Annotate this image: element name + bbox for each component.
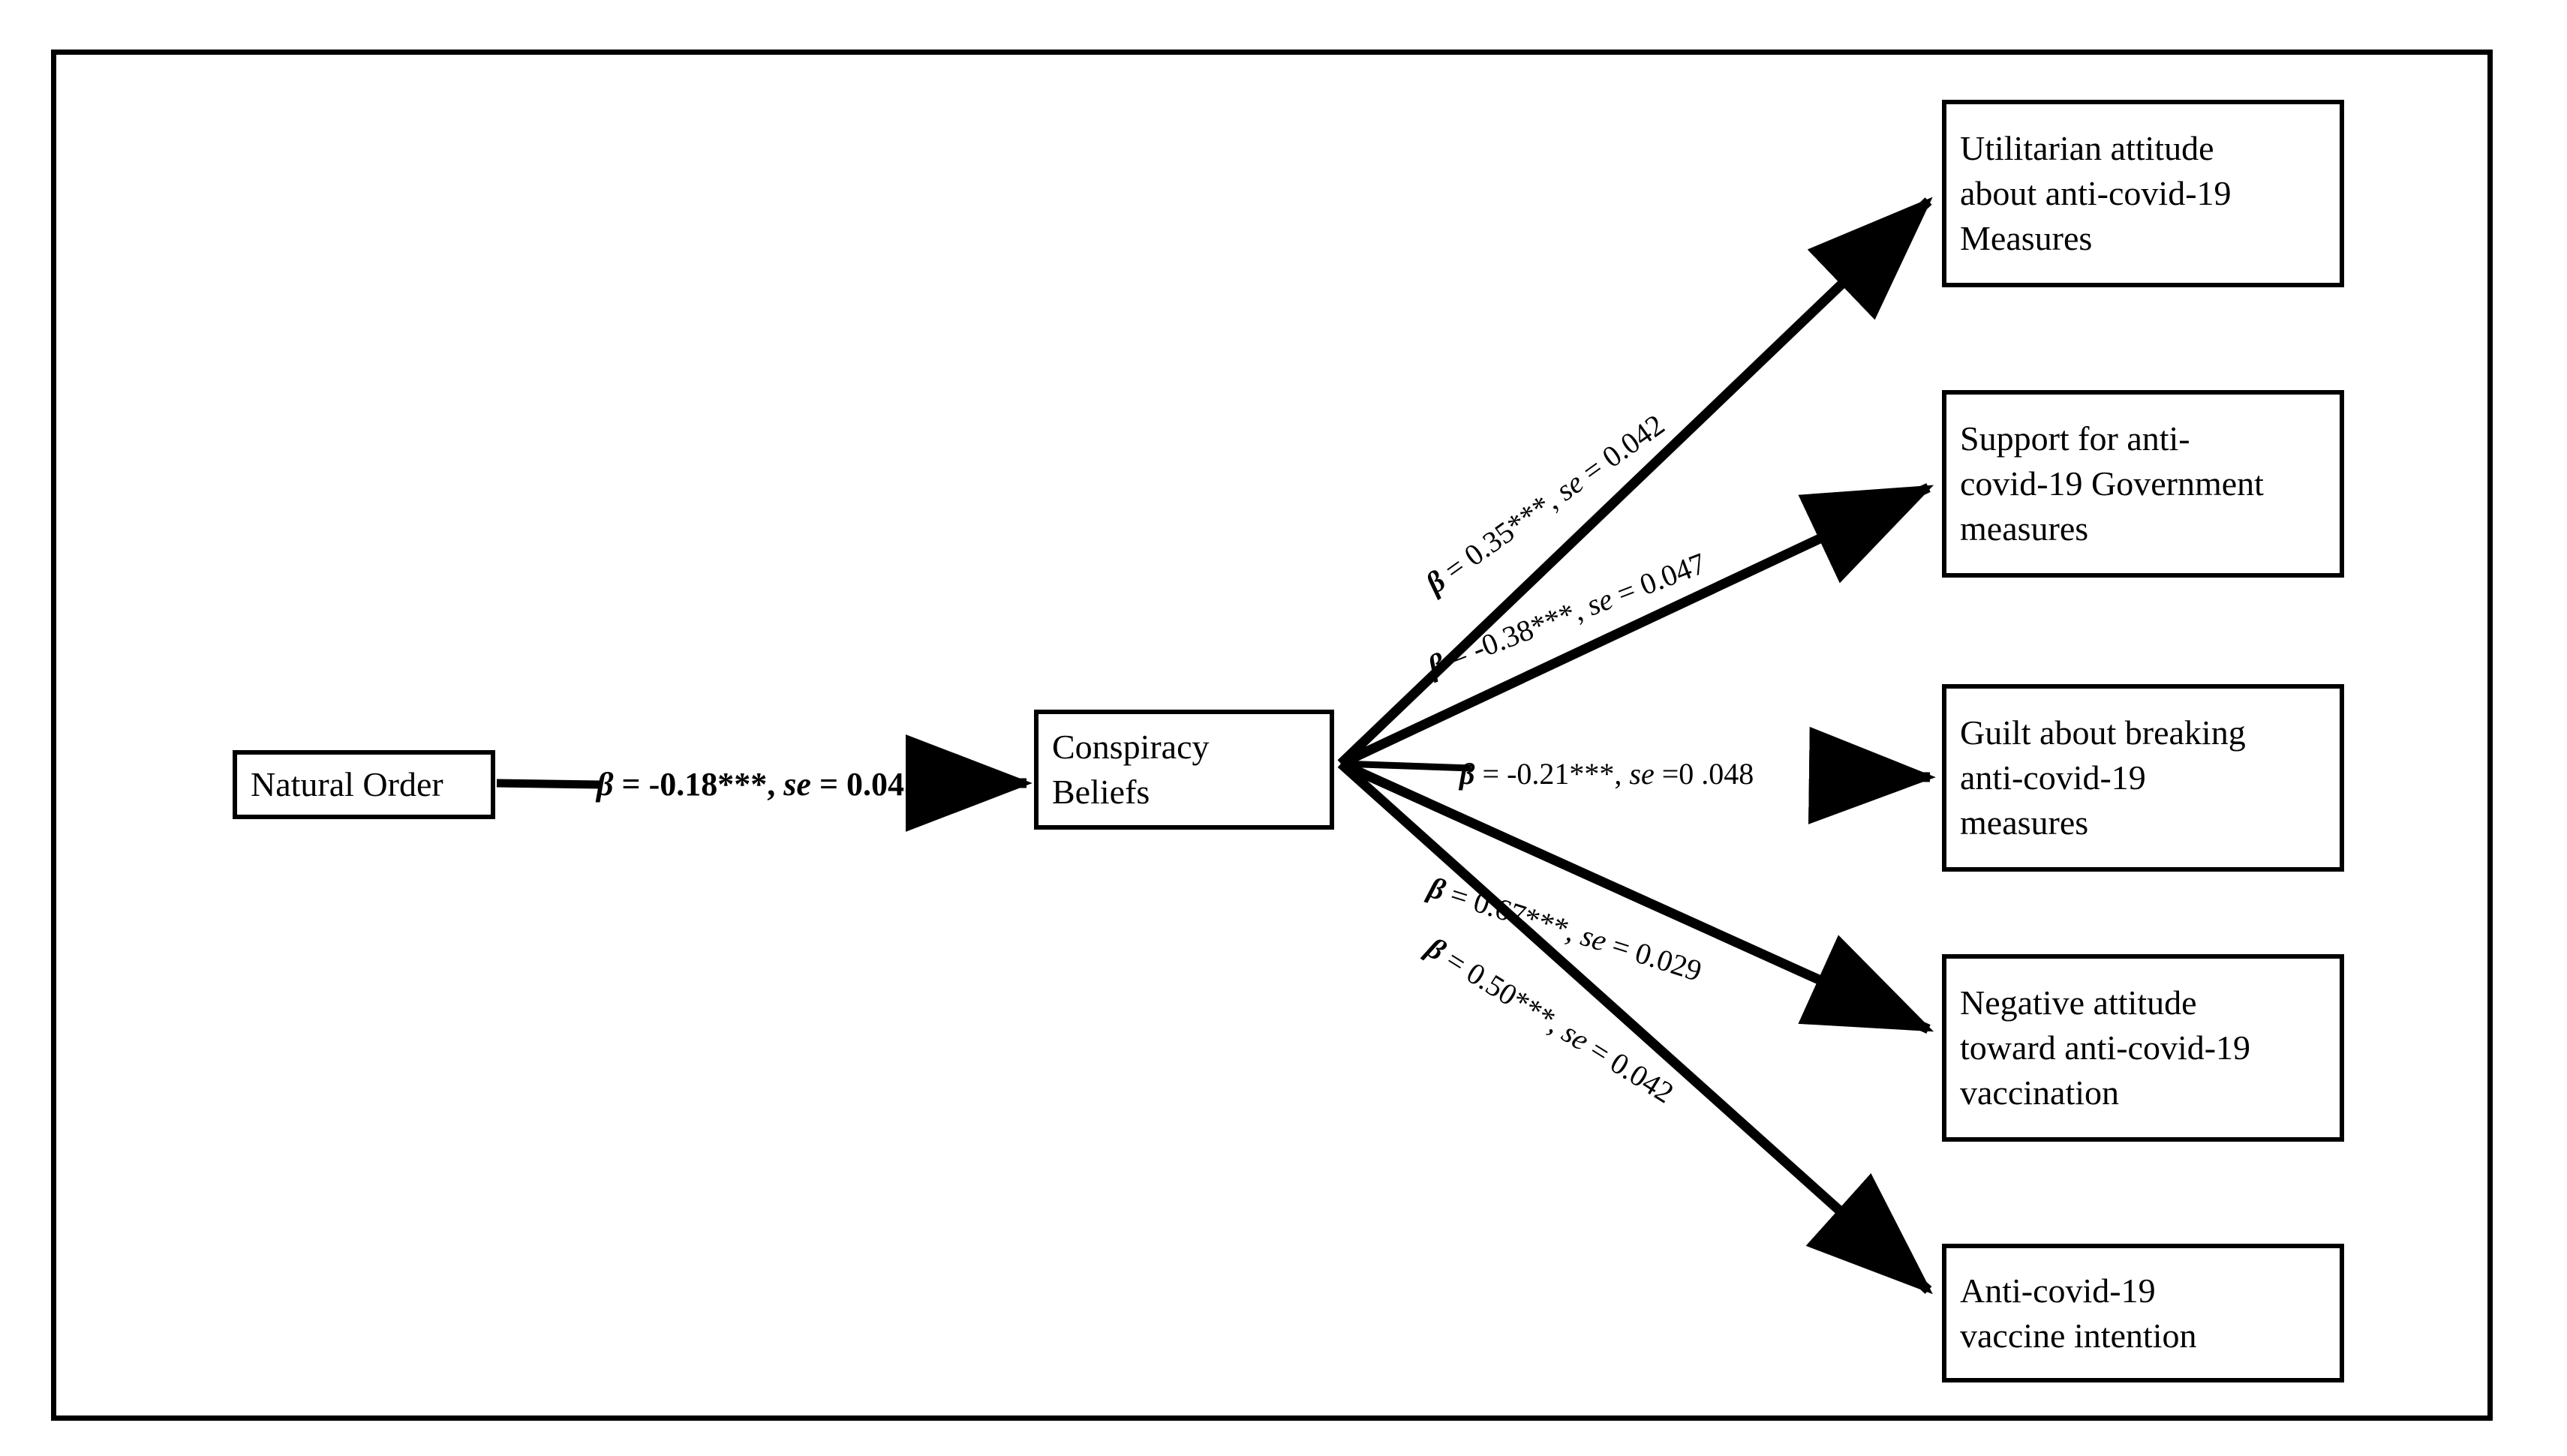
- node-guilt-breaking-measures-label: Guilt about breaking anti-covid-19 measu…: [1946, 710, 2259, 845]
- node-intention-line-2: vaccine intention: [1960, 1316, 2197, 1355]
- node-conspiracy-line-1: Conspiracy: [1052, 728, 1210, 767]
- beta-symbol: β: [1459, 757, 1475, 791]
- equals-sign: =: [613, 766, 649, 803]
- node-vaccine-intention[interactable]: Anti-covid-19 vaccine intention: [1942, 1244, 2344, 1382]
- node-negative-line-3: vaccination: [1960, 1073, 2120, 1112]
- se-value: 0 .048: [1679, 757, 1754, 791]
- node-vaccine-intention-label: Anti-covid-19 vaccine intention: [1946, 1268, 2211, 1358]
- node-negative-line-2: toward anti-covid-19: [1960, 1028, 2251, 1067]
- node-guilt-line-3: measures: [1960, 803, 2089, 842]
- beta-value: -0.21***,: [1507, 757, 1630, 791]
- node-natural-order[interactable]: Natural Order: [233, 750, 495, 819]
- node-negative-attitude-vaccination[interactable]: Negative attitude toward anti-covid-19 v…: [1942, 954, 2344, 1142]
- figure-border: [51, 50, 2493, 1421]
- se-symbol: se: [783, 766, 811, 803]
- node-negative-line-1: Negative attitude: [1960, 983, 2197, 1022]
- node-guilt-line-2: anti-covid-19: [1960, 758, 2146, 797]
- node-utilitarian-line-3: Measures: [1960, 218, 2093, 257]
- beta-value: -0.18***,: [648, 766, 784, 803]
- node-guilt-breaking-measures[interactable]: Guilt about breaking anti-covid-19 measu…: [1942, 684, 2344, 872]
- se-equals: =: [810, 766, 847, 803]
- node-natural-order-label: Natural Order: [251, 765, 443, 804]
- node-conspiracy-beliefs-label: Conspiracy Beliefs: [1039, 725, 1223, 815]
- node-negative-attitude-vaccination-label: Negative attitude toward anti-covid-19 v…: [1946, 980, 2264, 1115]
- node-intention-line-1: Anti-covid-19: [1960, 1271, 2156, 1310]
- node-conspiracy-beliefs[interactable]: Conspiracy Beliefs: [1034, 710, 1334, 830]
- node-utilitarian-attitude-label: Utilitarian attitude about anti-covid-19…: [1946, 126, 2245, 260]
- edge-label-conspiracy-to-guilt: β = -0.21***, se =0 .048: [1459, 759, 1754, 789]
- edge-label-natural-order-to-conspiracy: β = -0.18***, se = 0.045: [597, 768, 921, 801]
- se-value: 0.045: [846, 766, 921, 803]
- node-utilitarian-line-2: about anti-covid-19: [1960, 174, 2232, 213]
- node-support-government-measures[interactable]: Support for anti- covid-19 Government me…: [1942, 390, 2344, 578]
- node-support-line-2: covid-19 Government: [1960, 464, 2264, 503]
- node-support-line-1: Support for anti-: [1960, 419, 2190, 458]
- beta-symbol: β: [597, 766, 614, 803]
- node-support-government-measures-label: Support for anti- covid-19 Government me…: [1946, 416, 2277, 551]
- node-utilitarian-line-1: Utilitarian attitude: [1960, 129, 2214, 168]
- node-conspiracy-line-2: Beliefs: [1052, 773, 1150, 811]
- node-utilitarian-attitude[interactable]: Utilitarian attitude about anti-covid-19…: [1942, 100, 2344, 287]
- se-equals: =: [1654, 757, 1679, 791]
- se-symbol: se: [1629, 757, 1655, 791]
- equals-sign: =: [1474, 757, 1507, 791]
- node-support-line-3: measures: [1960, 509, 2089, 548]
- node-guilt-line-1: Guilt about breaking: [1960, 713, 2246, 752]
